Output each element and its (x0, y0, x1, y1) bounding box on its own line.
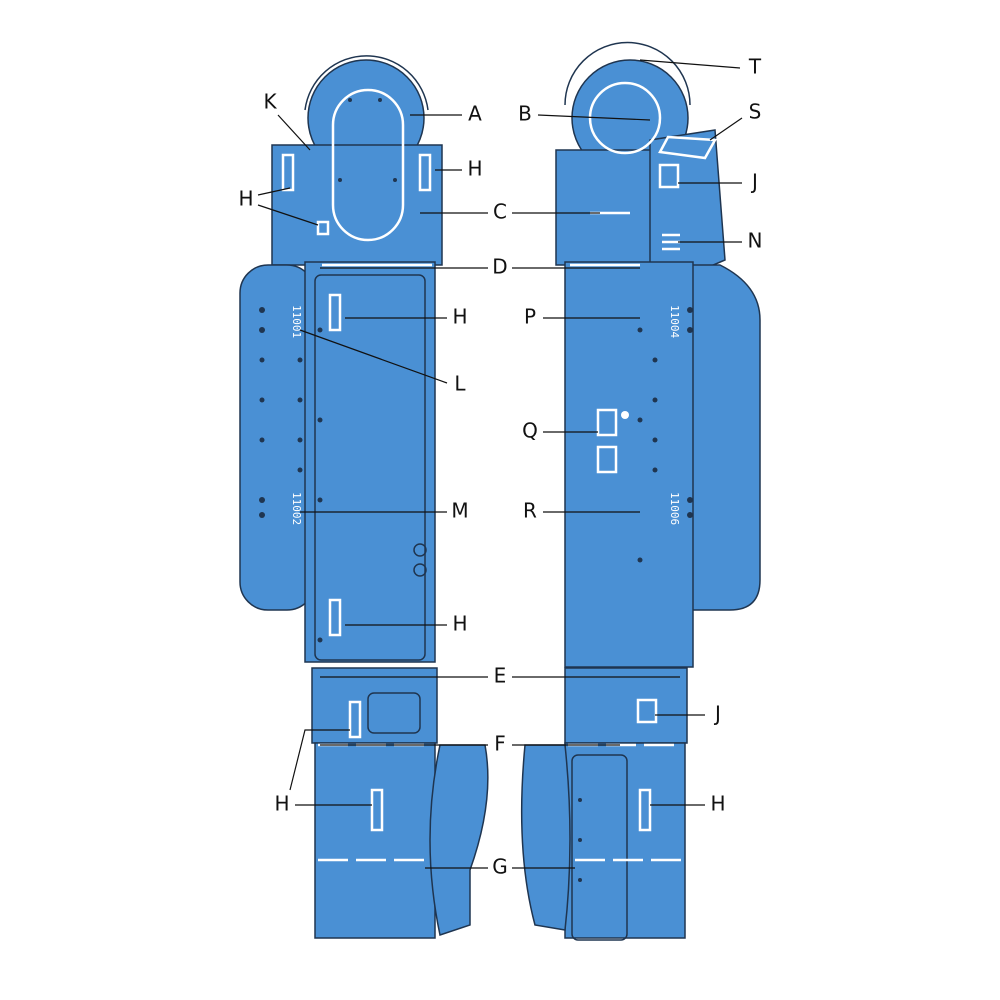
helmet-window-a (331, 88, 405, 242)
label-h: H (710, 792, 725, 816)
callout-labels: T A K S B H J H C N D H P L Q M R H E J … (238, 55, 762, 879)
label-s: S (749, 100, 762, 124)
label-h: H (238, 187, 253, 211)
label-c: C (493, 200, 507, 224)
right-torso (564, 261, 694, 668)
left-leg (314, 742, 436, 939)
label-m: M (451, 499, 468, 523)
label-h: H (467, 157, 482, 181)
helmet-window-b (588, 81, 662, 155)
part-number-11004: 11004 (668, 305, 681, 338)
right-view: 11004 11006 (520, 41, 761, 941)
label-h: H (452, 612, 467, 636)
label-h: H (274, 792, 289, 816)
part-number-11001: 11001 (290, 305, 303, 338)
label-r: R (523, 499, 537, 523)
part-number-11006: 11006 (668, 492, 681, 525)
label-a: A (468, 102, 482, 126)
left-leg-flap (429, 744, 489, 936)
part-number-11002: 11002 (290, 492, 303, 525)
label-d: D (492, 255, 507, 279)
left-helmet-arc (304, 55, 429, 111)
right-side-pod (689, 264, 761, 611)
label-h: H (452, 305, 467, 329)
label-j: J (750, 170, 758, 194)
label-q: Q (522, 419, 538, 443)
label-e: E (494, 664, 507, 688)
label-t: T (748, 55, 762, 79)
left-torso (304, 261, 436, 663)
label-k: K (263, 90, 277, 114)
label-p: P (524, 305, 536, 329)
left-view: 11001 11002 (239, 55, 489, 939)
label-l: L (454, 372, 466, 396)
right-leg (564, 742, 686, 939)
leader-lines (257, 59, 743, 869)
right-leg-flap (520, 744, 571, 931)
label-g: G (492, 855, 508, 879)
left-upper-body (271, 144, 443, 266)
right-waist (564, 667, 688, 744)
label-n: N (748, 229, 763, 253)
label-f: F (494, 732, 506, 756)
label-j: J (713, 702, 721, 726)
label-b: B (518, 102, 532, 126)
